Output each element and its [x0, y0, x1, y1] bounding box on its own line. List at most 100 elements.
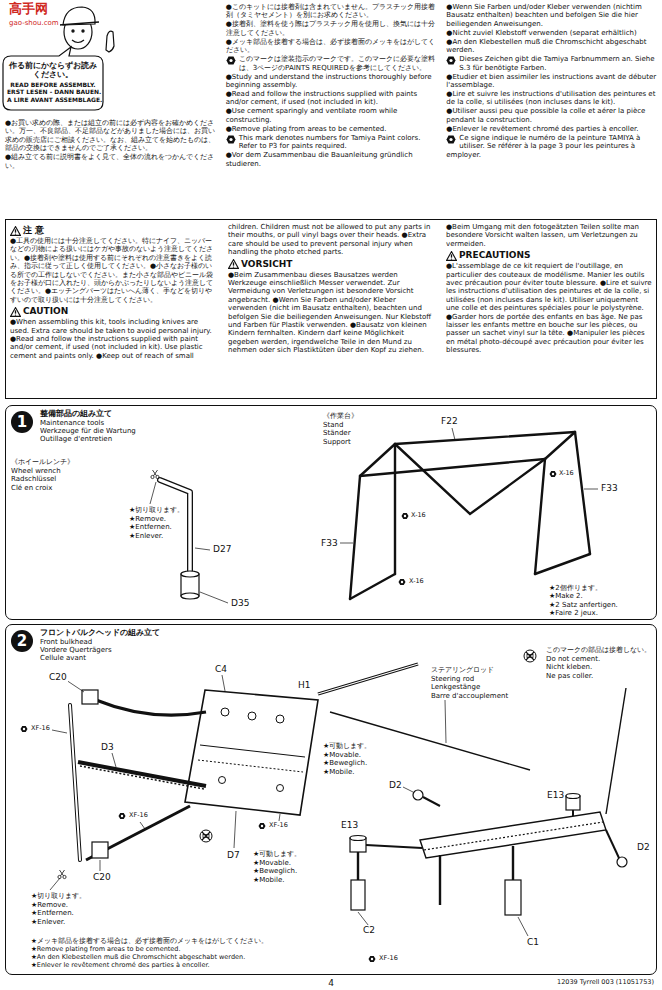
intro-paragraph: ●組み立てる前に説明書をよく見て、全体の流れをつかんでください。 — [5, 153, 216, 170]
front-bulkhead — [366, 845, 422, 848]
callout-text: ★切り取ります。 — [30, 892, 87, 900]
callout-text: ★Enlever le revêtement chromé des partie… — [30, 962, 211, 969]
caution-heading-row: CAUTION — [10, 306, 216, 317]
callout-text: ★可動します。 — [322, 742, 372, 750]
intro-paragraph: Dieses Zeichen gibt die Tamiya Farbnumme… — [446, 55, 657, 72]
step-title-ja: 整備部品の組み立て — [40, 409, 136, 419]
part-number: C1 — [526, 937, 540, 947]
callout-text: ★Remove. — [128, 515, 167, 523]
paint-mark-dot — [450, 138, 453, 141]
paint-mark — [21, 726, 28, 732]
callout-text: Wheel wrench — [10, 467, 62, 475]
callout-text: Radschlüssel — [10, 475, 57, 483]
intro-text: ●Nicht zuviel Klebstoff verwenden (separ… — [446, 29, 636, 37]
work-stand — [394, 444, 396, 574]
cartoon-man — [59, 7, 114, 52]
footer-code: 12039 Tyrrell 003 (11051753) — [556, 979, 655, 986]
callout-text: ★Remove plating from areas to be cemente… — [30, 946, 182, 953]
warning-icon — [228, 259, 239, 269]
work-stand — [395, 444, 545, 514]
callout-text: ★Mobile. — [322, 768, 355, 776]
intro-text: ●お買い求めの際、または組立の前には必ず内容をお確かめください。万一、不良部品、… — [5, 119, 215, 152]
leader-line — [50, 878, 60, 890]
bubble-text: ERST LESEN - DANN BAUEN. — [7, 88, 99, 95]
work-stand — [350, 574, 395, 599]
intro-text: ●Study and understand the instructions t… — [226, 73, 432, 89]
leader-line — [518, 917, 528, 936]
callout-text: ★Movable. — [322, 751, 362, 759]
paint-code: XF-16 — [30, 725, 51, 732]
front-bulkhead — [357, 852, 359, 880]
bubble-heading: 作る前にかならずお読みください。 — [7, 61, 99, 79]
intro-paragraph: このマークは塗装指示のマークです。このマークに必要な塗料は、3ページのPAINT… — [226, 55, 437, 72]
intro-text: Dieses Zeichen gibt die Tamiya Farbnumme… — [459, 55, 654, 71]
leader-line — [50, 428, 598, 936]
callout-text: ★Beweglich. — [252, 867, 298, 875]
callout-text: ★2個作ります。 — [548, 584, 603, 592]
step-title-text: Cellule avant — [40, 654, 160, 662]
front-bulkhead — [318, 664, 418, 694]
bubble-text: READ BEFORE ASSEMBLY. — [7, 81, 99, 88]
step-title-text: Vordere Querträgers — [40, 646, 160, 654]
work-stand — [350, 476, 360, 599]
caution-heading: 注 意 — [23, 225, 44, 236]
paint-code: X-16 — [410, 512, 427, 519]
callout-text: ★Movable. — [252, 859, 292, 867]
step-title-text: Werkzeuge für die Wartung — [40, 427, 136, 435]
step-title: 整備部品の組み立てMaintenance toolsWerkzeuge für … — [40, 409, 136, 443]
front-bulkhead — [572, 810, 574, 816]
speech-bubble-shape — [3, 47, 103, 110]
work-stand — [545, 432, 575, 459]
cartoon-man — [82, 30, 84, 32]
part-number: E13 — [546, 790, 565, 800]
intro-paragraph: ●Read and follow the instructions suppli… — [226, 90, 437, 107]
callout-text: Do not cement. — [545, 655, 601, 663]
callout-text: ★可動します。 — [252, 850, 302, 858]
front-bulkhead — [413, 790, 423, 800]
warning-bar — [15, 229, 16, 232]
leader-line — [234, 811, 236, 848]
warning-icon — [446, 251, 457, 261]
part-number: D3 — [100, 742, 115, 752]
paint-mark — [402, 513, 409, 519]
intro-paragraph: ●Wenn Sie Farben und/oder Kleber verwend… — [446, 3, 657, 28]
warning-bar — [451, 254, 452, 257]
intro-paragraph: ●Study and understand the instructions t… — [226, 73, 437, 90]
step-number-text: 1 — [17, 415, 27, 430]
front-bulkhead — [318, 664, 418, 694]
warning-triangle — [229, 260, 239, 269]
intro-text: ●An den Klebestellen muß die Chromschich… — [446, 38, 646, 54]
intro-paragraph: ●Enlever le revêtement chromé des partie… — [446, 125, 657, 133]
warning-bar — [15, 310, 16, 313]
intro-paragraph: This mark denotes numbers for Tamiya Pai… — [226, 134, 437, 151]
watermark: 高手网 — [8, 2, 49, 17]
paint-mark — [369, 956, 376, 962]
intro-paragraph: ●An den Klebestellen muß die Chromschich… — [446, 38, 657, 55]
front-bulkhead — [221, 708, 229, 716]
paint-mark-shape — [226, 57, 235, 65]
leader-line — [112, 753, 116, 767]
work-stand — [535, 554, 590, 574]
front-bulkhead — [512, 846, 514, 880]
front-bulkhead — [606, 830, 619, 858]
page-number: 4 — [327, 978, 335, 988]
paint-mark-dot — [229, 59, 232, 62]
callout-text: Stand — [322, 421, 344, 429]
front-bulkhead — [78, 762, 206, 786]
leader-line — [195, 548, 210, 550]
leader-line — [66, 680, 84, 692]
work-stand — [350, 432, 590, 599]
step-title-text: Front bulkhead — [40, 638, 160, 646]
callout-text: ★Entfernen. — [128, 523, 173, 531]
part-number: D2 — [388, 780, 403, 790]
callout-text: 《ホイールレンチ》 — [10, 458, 75, 466]
speech-bubble: 作る前にかならずお読みください。 READ BEFORE ASSEMBLY.ERS… — [3, 56, 103, 110]
part-number: D7 — [226, 850, 241, 860]
part-number: H1 — [297, 680, 312, 690]
callout-text: Steering rod — [430, 675, 475, 683]
callout-text: Ständer — [322, 429, 352, 437]
caution-body: ●工具の使用には十分注意してください。特にナイフ、ニッパーなどの刃物による扱いに… — [10, 237, 216, 304]
intro-paragraph: ●お買い求めの際、または組立の前には必ず内容をお確かめください。万一、不良部品、… — [5, 119, 216, 153]
part-number: C20 — [92, 872, 112, 882]
paint-mark — [119, 813, 126, 819]
